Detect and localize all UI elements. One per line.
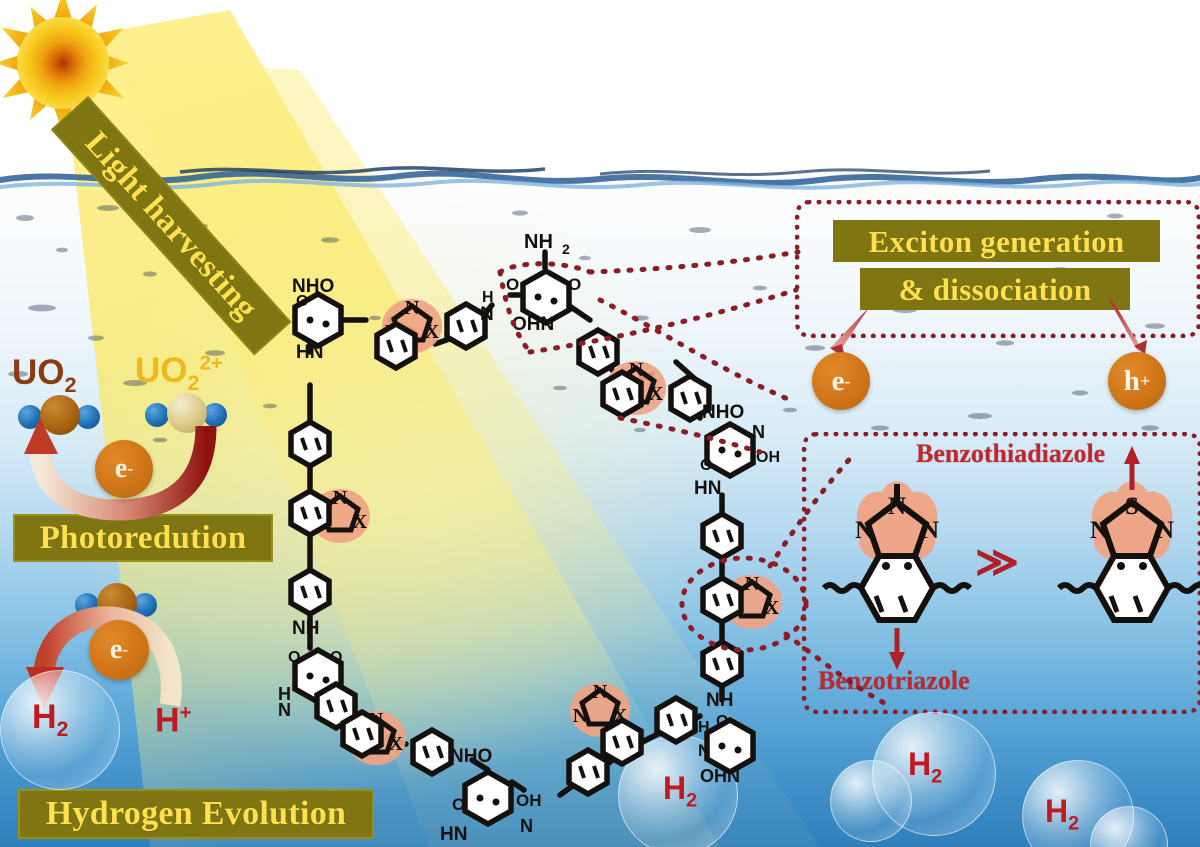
hole-charge-sign: + xyxy=(1139,370,1151,391)
uo2-label: UO2 xyxy=(12,355,77,396)
uo2-molecule-model xyxy=(18,395,102,435)
h2-subscript: 2 xyxy=(1068,812,1080,835)
svg-text:N: N xyxy=(855,517,873,544)
svg-text:N: N xyxy=(921,517,939,544)
water-surface-line xyxy=(0,166,1200,190)
electron-badge-reduction: e- xyxy=(95,440,153,498)
photoreduction-arrow xyxy=(24,418,217,521)
electron-symbol: e xyxy=(109,634,123,665)
oxygen-atom xyxy=(145,403,169,427)
benzothiadiazole-structure: S N N xyxy=(1056,446,1200,623)
benzothiadiazole-label: Benzothiadiazole xyxy=(916,439,1106,468)
h2-label-bubble-2: H2 xyxy=(908,748,942,787)
uranyl-charge: 2+ xyxy=(199,352,223,375)
electron-charge-sign: - xyxy=(127,459,134,478)
proton-text: H xyxy=(155,701,180,740)
h2-text: H xyxy=(663,770,687,806)
hole-badge-exciton: h+ xyxy=(1108,352,1166,410)
benzo-comparison-box xyxy=(802,432,1200,714)
sun-icon xyxy=(0,0,129,134)
water-speckle-texture xyxy=(8,205,1165,443)
uo2-subscript: 2 xyxy=(64,372,77,397)
electron-charge-sign: - xyxy=(122,640,129,659)
hydrogen-bubble xyxy=(0,670,120,790)
h2-label-bubble-3: H2 xyxy=(1045,795,1079,834)
exciton-dissociation-label: & dissociation xyxy=(860,268,1130,310)
uo2-text: UO xyxy=(12,353,65,392)
exciton-callout-box xyxy=(795,200,1200,338)
h2-label-bubble-1: H2 xyxy=(663,772,697,811)
oxygen-atom xyxy=(203,403,227,427)
h2-text: H xyxy=(908,746,932,782)
hydrogen-bubble-small xyxy=(830,760,912,842)
proton-charge: + xyxy=(179,702,192,724)
h2-subscript: 2 xyxy=(931,765,943,788)
exciton-generation-label: Exciton generation xyxy=(833,220,1160,262)
h2-subscript: 2 xyxy=(56,717,69,741)
hole-symbol: h xyxy=(1123,364,1140,397)
much-greater-than-symbol: ≫ xyxy=(975,540,1019,586)
benzotriazole-label: Benzotriazole xyxy=(818,666,970,695)
electron-symbol: e xyxy=(114,453,128,484)
uranyl-ion-label: UO22+ xyxy=(135,353,223,394)
uranyl-text: UO xyxy=(135,351,188,390)
hydrogen-evolution-label: Hydrogen Evolution xyxy=(18,789,374,839)
h2-label-left: H2 xyxy=(32,700,68,740)
uranium-atom xyxy=(40,395,80,435)
svg-text:N: N xyxy=(888,493,906,520)
electron-charge-sign: - xyxy=(844,370,851,391)
exciton-arrows xyxy=(830,298,1147,358)
h2-text: H xyxy=(32,698,57,736)
benzotriazole-structure: N N N xyxy=(821,481,973,670)
proton-label: H+ xyxy=(155,701,192,740)
electron-badge-hydrogen: e- xyxy=(89,620,149,680)
svg-text:N: N xyxy=(1090,517,1108,544)
electron-symbol: e xyxy=(831,364,845,397)
electron-badge-exciton: e- xyxy=(812,352,870,410)
uranyl-subscript: 2 xyxy=(187,370,200,395)
svg-text:S: S xyxy=(1125,493,1139,520)
h2-text: H xyxy=(1045,793,1069,829)
oxygen-atom xyxy=(76,405,100,429)
h2-subscript: 2 xyxy=(686,789,698,812)
svg-text:N: N xyxy=(1156,517,1174,544)
